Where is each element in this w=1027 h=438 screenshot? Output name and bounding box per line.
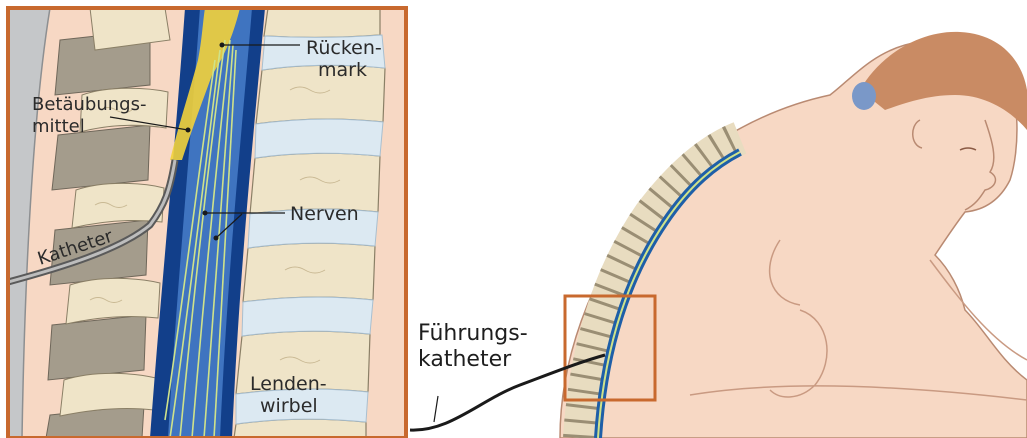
zoom-panel: Rücken- mark Betäubungs- mittel Nerven K… bbox=[8, 8, 406, 438]
label-rueckenmark-2: mark bbox=[318, 59, 367, 81]
label-lendenwirbel-2: wirbel bbox=[260, 395, 318, 417]
label-betaeubungsmittel-1: Betäubungs- bbox=[32, 94, 146, 115]
label-betaeubungsmittel-2: mittel bbox=[32, 116, 85, 137]
label-nerven: Nerven bbox=[290, 203, 359, 225]
woman-figure bbox=[560, 32, 1027, 438]
label-fuehrungskatheter-2: katheter bbox=[418, 347, 512, 372]
label-rueckenmark-1: Rücken- bbox=[306, 37, 382, 59]
label-fuehrungskatheter-1: Führungs- bbox=[418, 321, 528, 346]
label-lendenwirbel-1: Lenden- bbox=[250, 373, 327, 395]
guide-catheter-pointer bbox=[434, 396, 438, 422]
hair-tie bbox=[852, 82, 876, 110]
